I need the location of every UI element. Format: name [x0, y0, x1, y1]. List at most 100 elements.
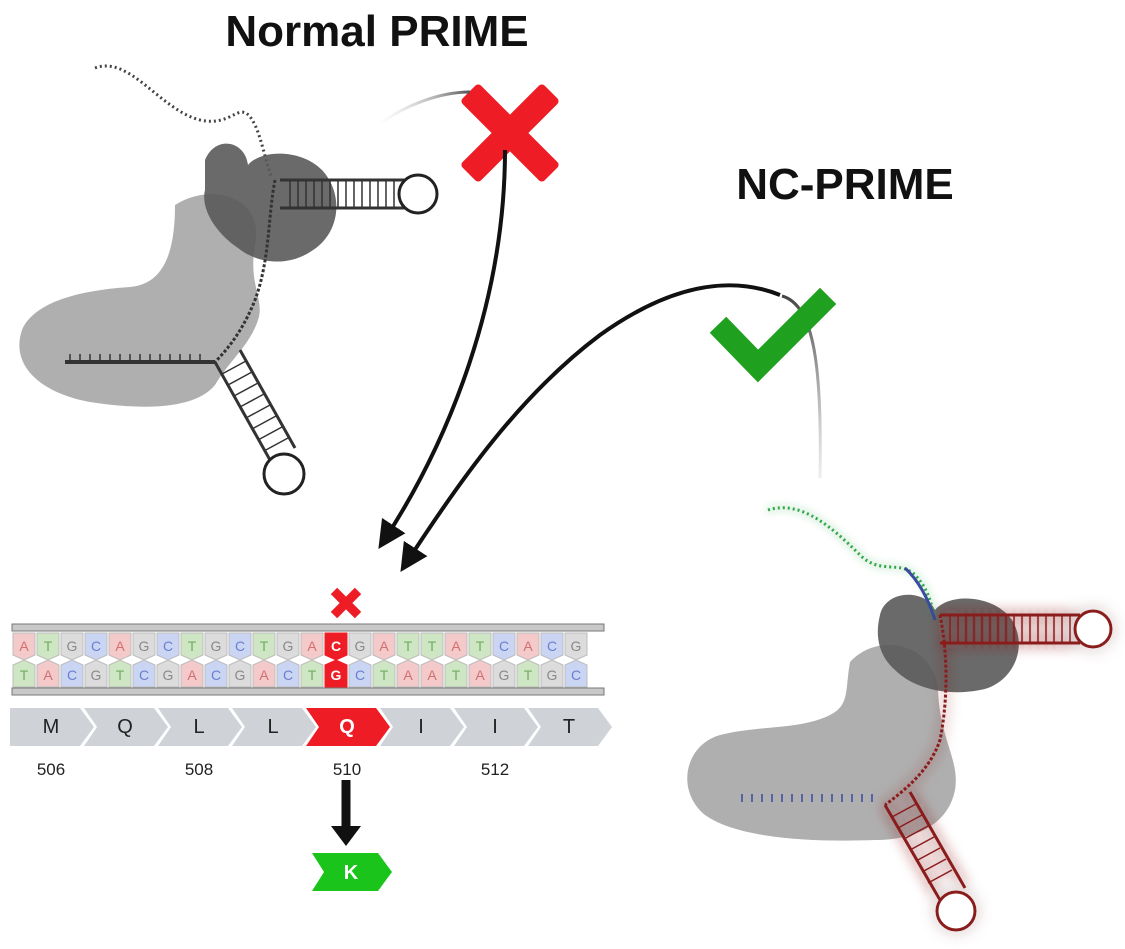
bottom-strand-base-1 — [36, 659, 60, 688]
top-strand-base-label-12: A — [307, 638, 317, 654]
normal-hairpin-bottom-stem — [213, 349, 297, 461]
bottom-strand-base-label-7: A — [187, 667, 197, 683]
top-strand-base-8 — [204, 632, 228, 661]
top-strand-base-label-11: G — [283, 638, 294, 654]
dna-backbone-bottom — [11, 687, 605, 696]
codon-chevron-5 — [380, 708, 464, 746]
nc-hairpin-bottom-loop — [935, 890, 977, 932]
top-strand-base-12 — [300, 632, 324, 661]
codon-aa-label-4: Q — [339, 716, 355, 738]
top-strand-base-label-14: G — [355, 638, 366, 654]
bottom-strand-base-label-0: T — [20, 667, 29, 683]
codon-chevron-3 — [232, 708, 316, 746]
green-check-icon — [709, 287, 837, 383]
bottom-strand-base-label-12: T — [308, 667, 317, 683]
top-strand-base-label-3: C — [91, 638, 101, 654]
bottom-strand-base-label-17: A — [427, 667, 437, 683]
codon-position-0: 506 — [37, 760, 65, 779]
top-strand-base-6 — [156, 632, 180, 661]
top-strand-base-label-8: G — [211, 638, 222, 654]
top-strand-base-14 — [348, 632, 372, 661]
bottom-strand-base-10 — [252, 659, 276, 688]
nc-pathway-tail — [781, 294, 822, 479]
normal-pegrna-3prime-tail — [94, 64, 274, 179]
top-strand-base-label-18: A — [451, 638, 461, 654]
normal-prime-title: Normal PRIME — [225, 7, 528, 56]
top-strand-base-label-7: T — [188, 638, 197, 654]
bottom-strand-base-19 — [468, 659, 492, 688]
codon-chevron-4 — [306, 708, 390, 746]
nc-hairpin-top-loop — [1073, 609, 1113, 649]
bottom-strand-base-2 — [60, 659, 84, 688]
top-strand-base-20 — [492, 632, 516, 661]
bottom-strand-base-4 — [108, 659, 132, 688]
normal-hairpin-top-rungs — [289, 180, 395, 208]
nc-hairpin-bottom-stem — [883, 791, 967, 901]
top-strand-base-label-19: T — [476, 638, 485, 654]
codon-position-2: 508 — [185, 760, 213, 779]
bottom-strand-base-label-6: G — [163, 667, 174, 683]
top-strand-base-label-0: A — [19, 638, 29, 654]
top-strand-base-label-15: A — [379, 638, 389, 654]
top-strand-base-3 — [84, 632, 108, 661]
bottom-strand-base-label-22: G — [547, 667, 558, 683]
top-strand-base-2 — [60, 632, 84, 661]
normal-prime-complex — [19, 64, 439, 496]
position-row: 506 508 510 512 — [37, 760, 509, 779]
top-strand-base-label-1: T — [44, 638, 53, 654]
bottom-strand-base-13 — [324, 659, 348, 688]
codon-aa-label-3: L — [267, 716, 278, 738]
top-strand-base-label-9: C — [235, 638, 245, 654]
normal-hairpin-top-stem — [280, 178, 405, 210]
top-strand-base-19 — [468, 632, 492, 661]
top-strand-base-9 — [228, 632, 252, 661]
nc-hairpin-top-stem — [940, 613, 1080, 645]
nc-target-rungs — [741, 794, 873, 802]
codon-position-4: 510 — [333, 760, 361, 779]
bottom-strand-base-16 — [396, 659, 420, 688]
nc-prime-complex — [687, 506, 1113, 932]
bottom-strand-base-label-8: C — [211, 667, 221, 683]
nc-prime-title: NC-PRIME — [736, 160, 954, 209]
dna-backbone-top — [11, 623, 605, 632]
nc-hairpin-top-rungs — [949, 615, 1071, 643]
bottom-strand-base-0 — [12, 659, 36, 688]
top-strand-base-4 — [108, 632, 132, 661]
normal-scaffold-strand — [213, 179, 277, 364]
bottom-strand-base-5 — [132, 659, 156, 688]
top-strand-base-label-5: G — [139, 638, 150, 654]
bottom-strand-base-11 — [276, 659, 300, 688]
top-strand-base-5 — [132, 632, 156, 661]
codon-chevron-7 — [528, 708, 612, 746]
nc-cas9-body — [687, 644, 956, 841]
mutant-aa-label: K — [344, 862, 359, 884]
top-strand-base-label-22: C — [547, 638, 557, 654]
top-strand-base-label-10: T — [260, 638, 269, 654]
top-strand-base-21 — [516, 632, 540, 661]
codon-chevron-0 — [10, 708, 94, 746]
top-strand-base-15 — [372, 632, 396, 661]
top-strand-base-13 — [324, 632, 348, 661]
bottom-strand-base-21 — [516, 659, 540, 688]
normal-arrow — [378, 149, 507, 550]
normal-hairpin-bottom-loop — [262, 452, 306, 496]
bottom-strand-base-label-4: T — [116, 667, 125, 683]
top-strand-base-22 — [540, 632, 564, 661]
top-strand-base-11 — [276, 632, 300, 661]
bottom-strand-base-label-10: A — [259, 667, 269, 683]
bottom-strand-base-7 — [180, 659, 204, 688]
bottom-strand-base-8 — [204, 659, 228, 688]
top-strand-base-10 — [252, 632, 276, 661]
top-strand-base-label-21: A — [523, 638, 533, 654]
bottom-strand-base-9 — [228, 659, 252, 688]
codon-aa-label-2: L — [193, 716, 204, 738]
codon-position-6: 512 — [481, 760, 509, 779]
bottom-strand-base-label-1: A — [43, 667, 53, 683]
top-strand-base-label-17: T — [428, 638, 437, 654]
bottom-strand-base-label-18: T — [452, 667, 461, 683]
normal-cas9-lobe — [204, 143, 337, 262]
nc-pegrna-3prime-tail — [767, 506, 937, 621]
